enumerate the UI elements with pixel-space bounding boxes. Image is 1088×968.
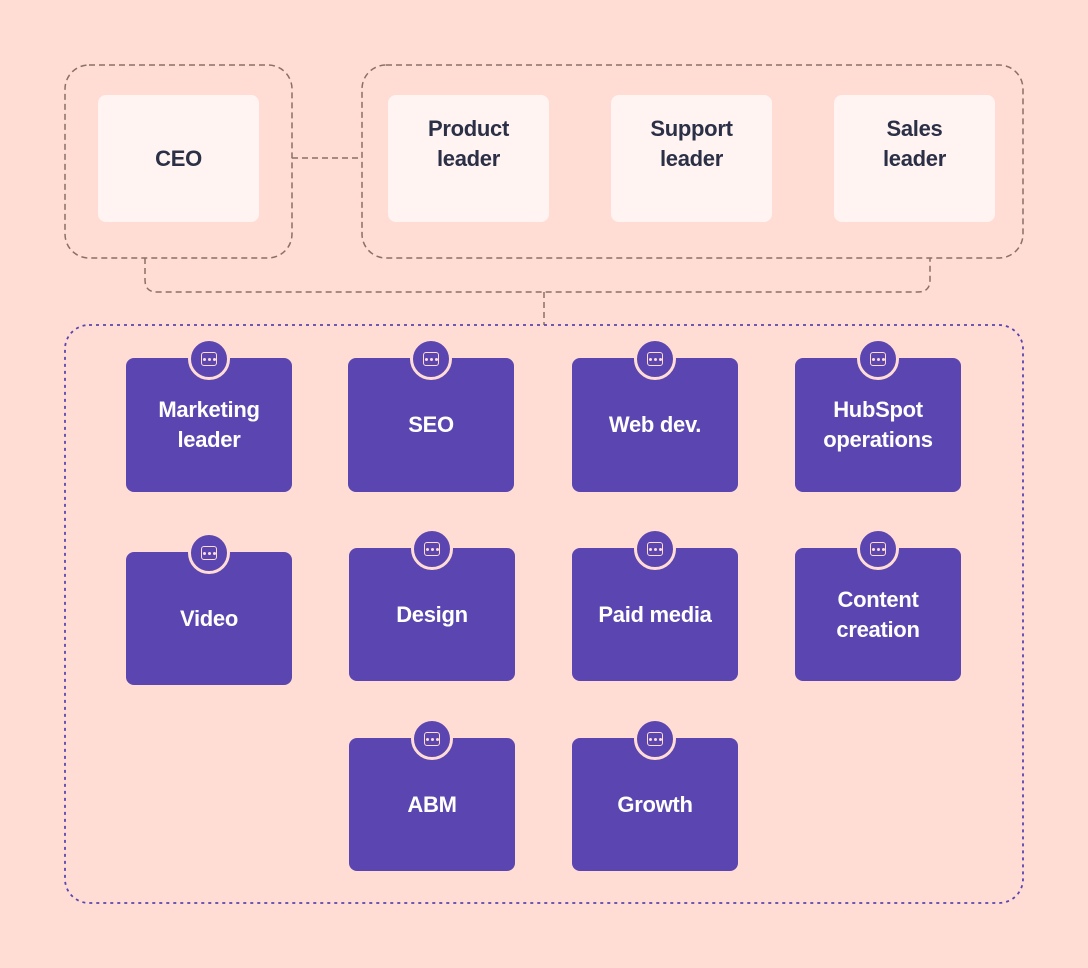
team-dots-icon	[857, 338, 899, 380]
team-card-seo: SEO	[348, 338, 514, 492]
team-label: HubSpot operations	[823, 397, 933, 452]
team-dots-icon	[411, 718, 453, 760]
team-dots-icon	[857, 528, 899, 570]
team-label: Content creation	[836, 586, 920, 642]
team-label: ABM	[407, 791, 457, 817]
team-card-abm: ABM	[349, 718, 515, 871]
team-label: Web dev.	[608, 412, 702, 437]
team-card-design: Design	[349, 528, 515, 681]
team-label: Marketing leader	[158, 397, 260, 452]
ceo-label: CEO	[155, 145, 202, 171]
team-card-video: Video	[126, 532, 292, 685]
team-dots-icon	[634, 338, 676, 380]
team-label: Growth	[617, 791, 693, 817]
sales-leader-label: Sales leader	[882, 115, 947, 171]
team-label: Design	[396, 601, 468, 627]
team-dots-icon	[411, 528, 453, 570]
team-dots-icon	[634, 528, 676, 570]
sales-leader-card: Sales leader	[834, 95, 995, 222]
product-leader-card: Product leader	[388, 95, 549, 222]
team-dots-icon	[410, 338, 452, 380]
team-card-hubspot-operations: HubSpot operations	[795, 338, 961, 492]
team-card-web-dev: Web dev.	[572, 338, 738, 492]
team-dots-icon	[634, 718, 676, 760]
team-card-marketing-leader: Marketing leader	[126, 338, 292, 492]
team-card-paid-media: Paid media	[572, 528, 738, 681]
leaders-group-outline	[361, 64, 1024, 259]
team-card-content-creation: Content creation	[795, 528, 961, 681]
groups-bracket-connector	[144, 258, 931, 293]
team-card-growth: Growth	[572, 718, 738, 871]
team-dots-icon	[188, 532, 230, 574]
team-label: SEO	[408, 412, 454, 437]
support-leader-label: Support leader	[650, 115, 733, 171]
teams-group-outline	[64, 324, 1024, 904]
team-dots-icon	[188, 338, 230, 380]
team-label: Video	[179, 605, 238, 631]
support-leader-card: Support leader	[611, 95, 772, 222]
product-leader-label: Product leader	[427, 115, 509, 171]
ceo-card: CEO	[98, 95, 259, 222]
team-label: Paid media	[598, 601, 712, 627]
